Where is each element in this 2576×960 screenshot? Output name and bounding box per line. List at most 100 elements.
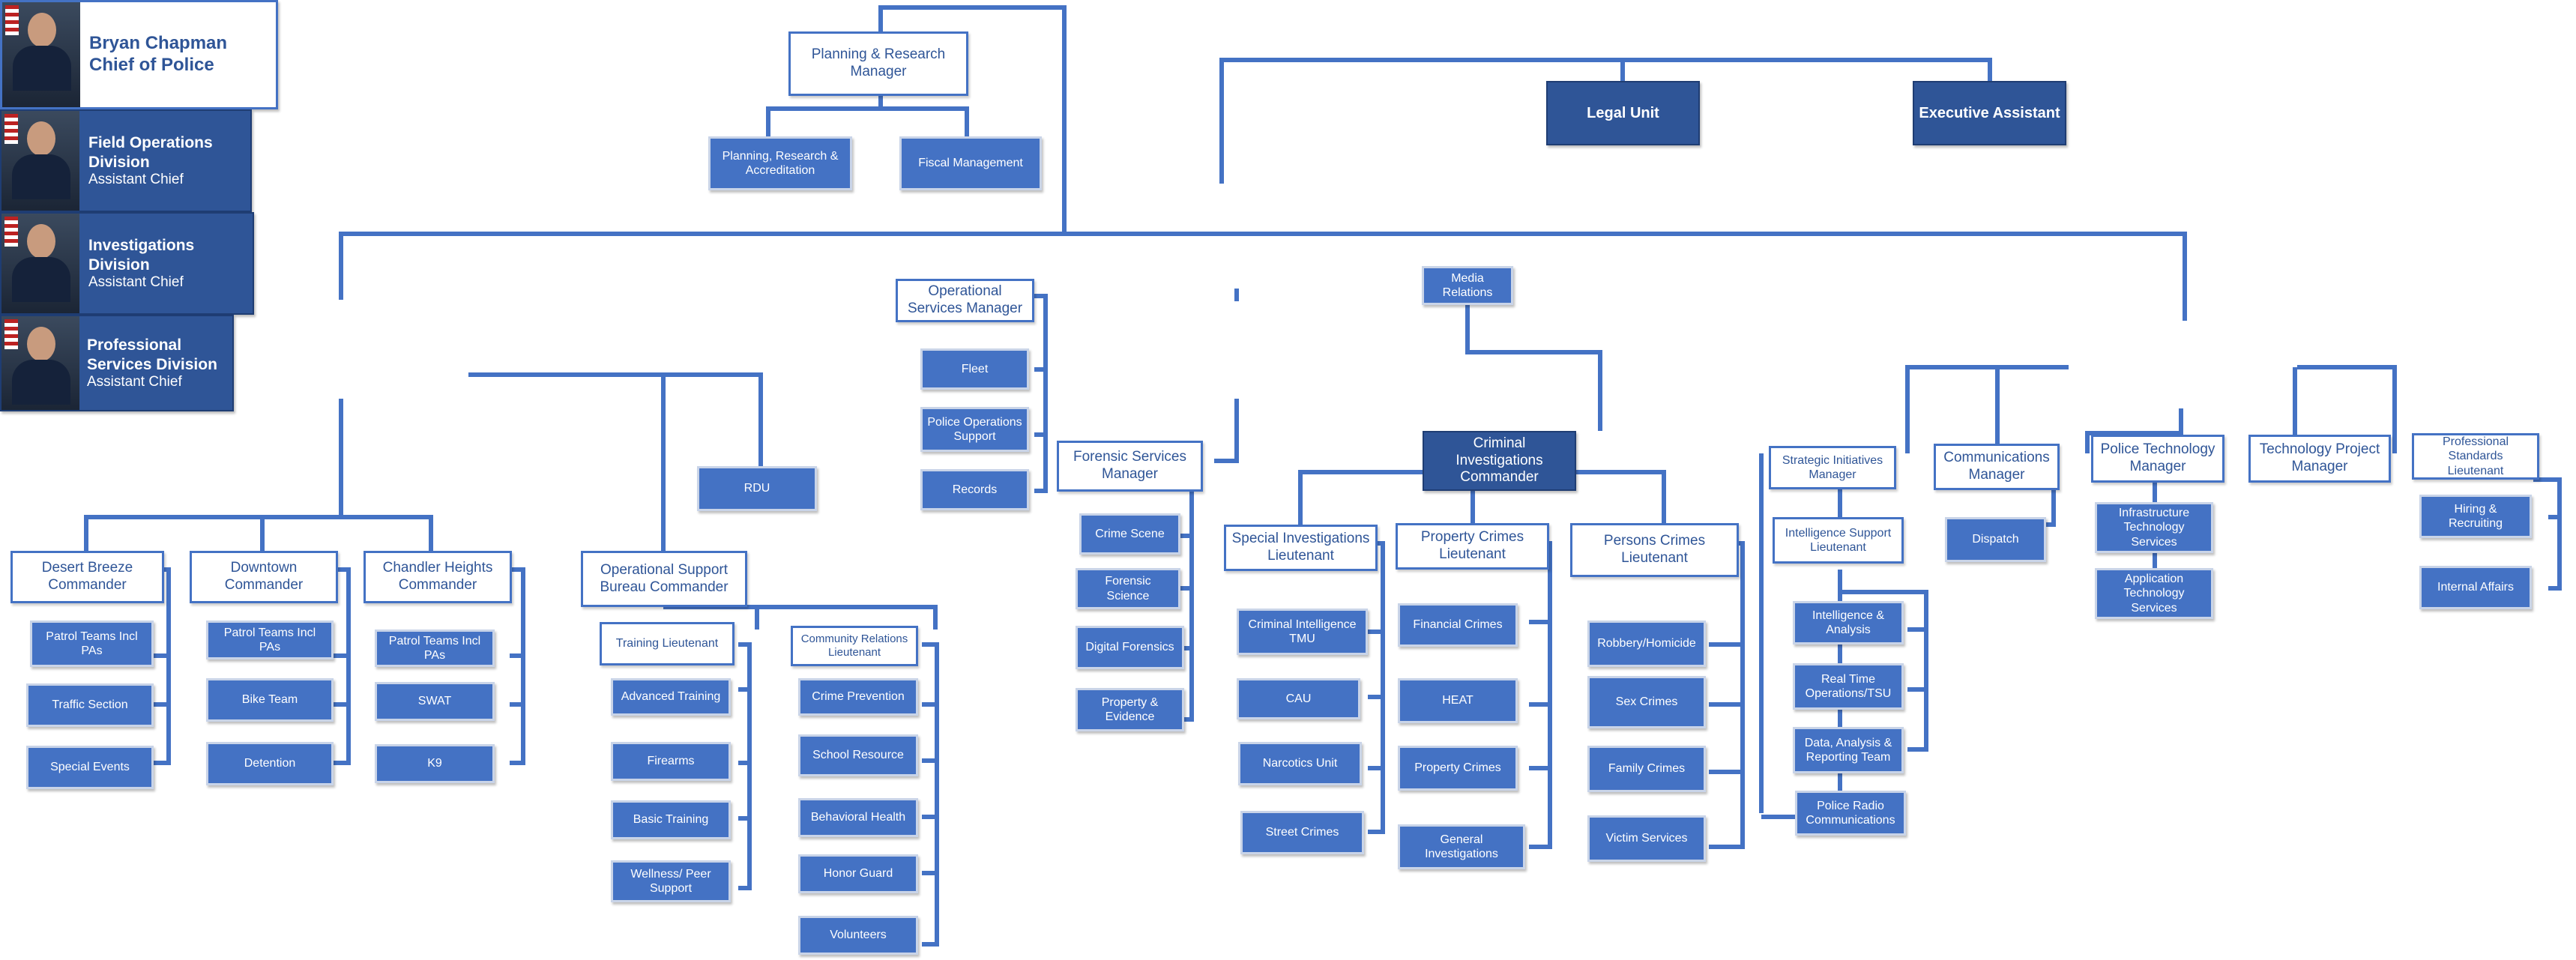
unit-label: Wellness/ Peer Support	[630, 867, 711, 895]
unit-box[interactable]: Application Technology Services	[2095, 568, 2213, 619]
unit-box[interactable]: Advanced Training	[611, 678, 731, 716]
unit-box[interactable]: Narcotics Unit	[1238, 742, 1362, 785]
unit-label: Intelligence & Analysis	[1812, 609, 1885, 636]
officer-portrait-icon	[2, 2, 80, 107]
unit-box[interactable]: SWAT	[375, 682, 495, 721]
intelligence-support-lieutenant[interactable]: Intelligence Support Lieutenant	[1773, 517, 1904, 564]
unit-label: K9	[427, 757, 442, 770]
forensic-services-manager[interactable]: Forensic Services Manager	[1057, 441, 1203, 492]
unit-box[interactable]: CAU	[1237, 678, 1360, 719]
rdu-label: RDU	[743, 482, 770, 495]
unit-box[interactable]: Property & Evidence	[1076, 688, 1184, 731]
planning-research-manager[interactable]: Planning & Research Manager	[788, 31, 968, 96]
media-relations[interactable]: Media Relations	[1422, 266, 1513, 305]
unit-label: Records	[952, 483, 998, 496]
lieutenant-label: Community Relations Lieutenant	[800, 633, 908, 659]
unit-box[interactable]: Firearms	[611, 742, 731, 781]
unit-box[interactable]: K9	[375, 744, 495, 783]
officer-portrait-icon	[1, 316, 79, 410]
unit-label: Property Crimes	[1414, 761, 1501, 775]
unit-box[interactable]: Property Crimes	[1398, 746, 1518, 791]
unit-box[interactable]: Internal Affairs	[2419, 566, 2532, 609]
unit-box[interactable]: Criminal Intelligence TMU	[1237, 609, 1368, 655]
communications-manager[interactable]: Communications Manager	[1934, 444, 2060, 490]
unit-label: Patrol Teams Incl PAs	[46, 630, 138, 657]
unit-box[interactable]: Intelligence & Analysis	[1793, 601, 1904, 644]
unit-box[interactable]: Basic Training	[611, 800, 731, 839]
unit-box[interactable]: Real Time Operations/TSU	[1793, 663, 1904, 710]
unit-label: Property & Evidence	[1101, 695, 1159, 723]
unit-box[interactable]: Police Operations Support	[920, 407, 1029, 452]
unit-box[interactable]: Crime Scene	[1079, 513, 1180, 555]
strategic-initiatives-manager[interactable]: Strategic Initiatives Manager	[1769, 446, 1896, 489]
unit-box[interactable]: Dispatch	[1945, 517, 2046, 562]
unit-box[interactable]: Infrastructure Technology Services	[2095, 502, 2213, 553]
operational-services-manager[interactable]: Operational Services Manager	[896, 279, 1034, 322]
planning-research-accreditation[interactable]: Planning, Research & Accreditation	[708, 136, 852, 190]
rdu[interactable]: RDU	[697, 466, 817, 511]
criminal-investigations-commander[interactable]: Criminal Investigations Commander	[1423, 431, 1576, 491]
manager-label: Communications Manager	[1943, 450, 2050, 483]
unit-box[interactable]: Victim Services	[1587, 815, 1706, 862]
chandler-heights-commander[interactable]: Chandler Heights Commander	[364, 551, 512, 603]
unit-box[interactable]: Financial Crimes	[1398, 603, 1518, 647]
persons-crimes-lieutenant[interactable]: Persons Crimes Lieutenant	[1570, 523, 1739, 577]
unit-box[interactable]: Police Radio Communications	[1795, 791, 1906, 836]
unit-label: Patrol Teams Incl PAs	[223, 626, 316, 653]
planning-research-manager-label: Planning & Research Manager	[811, 46, 946, 79]
unit-box[interactable]: Detention	[206, 742, 334, 785]
unit-label: Financial Crimes	[1413, 618, 1503, 632]
police-technology-manager[interactable]: Police Technology Manager	[2091, 435, 2224, 483]
downtown-commander[interactable]: Downtown Commander	[190, 551, 338, 603]
fiscal-management[interactable]: Fiscal Management	[899, 136, 1042, 190]
unit-label: Behavioral Health	[810, 811, 906, 824]
unit-label: Honor Guard	[823, 867, 893, 881]
unit-box[interactable]: Patrol Teams Incl PAs	[206, 621, 334, 659]
unit-box[interactable]: Honor Guard	[798, 854, 918, 893]
unit-box[interactable]: Robbery/Homicide	[1587, 621, 1706, 667]
unit-box[interactable]: General Investigations	[1398, 824, 1525, 869]
unit-label: Special Events	[50, 761, 130, 774]
legal-unit[interactable]: Legal Unit	[1546, 81, 1700, 145]
unit-box[interactable]: Patrol Teams Incl PAs	[30, 621, 154, 667]
unit-box[interactable]: Records	[920, 469, 1029, 510]
unit-box[interactable]: School Resource	[798, 734, 918, 776]
unit-box[interactable]: Family Crimes	[1587, 746, 1706, 792]
unit-box[interactable]: Behavioral Health	[798, 798, 918, 837]
unit-label: Hiring & Recruiting	[2448, 502, 2503, 530]
unit-label: Advanced Training	[621, 690, 721, 704]
desert-breeze-commander[interactable]: Desert Breeze Commander	[10, 551, 164, 603]
unit-label: Internal Affairs	[2437, 581, 2514, 594]
unit-box[interactable]: Special Events	[26, 746, 154, 789]
property-crimes-lieutenant[interactable]: Property Crimes Lieutenant	[1396, 523, 1549, 570]
professional-standards-lieutenant[interactable]: Professional Standards Lieutenant	[2412, 433, 2539, 480]
unit-box[interactable]: HEAT	[1398, 678, 1518, 723]
unit-label: Narcotics Unit	[1262, 757, 1338, 770]
unit-box[interactable]: Data, Analysis & Reporting Team	[1793, 727, 1904, 773]
unit-box[interactable]: Sex Crimes	[1587, 676, 1706, 728]
unit-box[interactable]: Crime Prevention	[798, 678, 918, 716]
operational-support-bureau-commander[interactable]: Operational Support Bureau Commander	[581, 551, 747, 607]
unit-box[interactable]: Forensic Science	[1076, 568, 1180, 609]
unit-box[interactable]: Patrol Teams Incl PAs	[375, 630, 495, 667]
executive-assistant[interactable]: Executive Assistant	[1913, 81, 2066, 145]
community-relations-lieutenant[interactable]: Community Relations Lieutenant	[791, 626, 918, 666]
training-lieutenant[interactable]: Training Lieutenant	[600, 622, 735, 665]
unit-box[interactable]: Digital Forensics	[1076, 626, 1184, 669]
unit-box[interactable]: Street Crimes	[1240, 811, 1364, 854]
unit-box[interactable]: Volunteers	[798, 916, 918, 955]
technology-project-manager[interactable]: Technology Project Manager	[2248, 435, 2391, 483]
unit-label: Robbery/Homicide	[1597, 637, 1696, 650]
unit-box[interactable]: Bike Team	[206, 678, 334, 722]
unit-box[interactable]: Traffic Section	[26, 683, 154, 727]
commander-label: Desert Breeze Commander	[41, 560, 133, 593]
unit-box[interactable]: Hiring & Recruiting	[2419, 495, 2532, 538]
unit-box[interactable]: Fleet	[920, 348, 1029, 390]
special-investigations-lieutenant[interactable]: Special Investigations Lieutenant	[1224, 525, 1378, 571]
unit-box[interactable]: Wellness/ Peer Support	[611, 860, 731, 902]
